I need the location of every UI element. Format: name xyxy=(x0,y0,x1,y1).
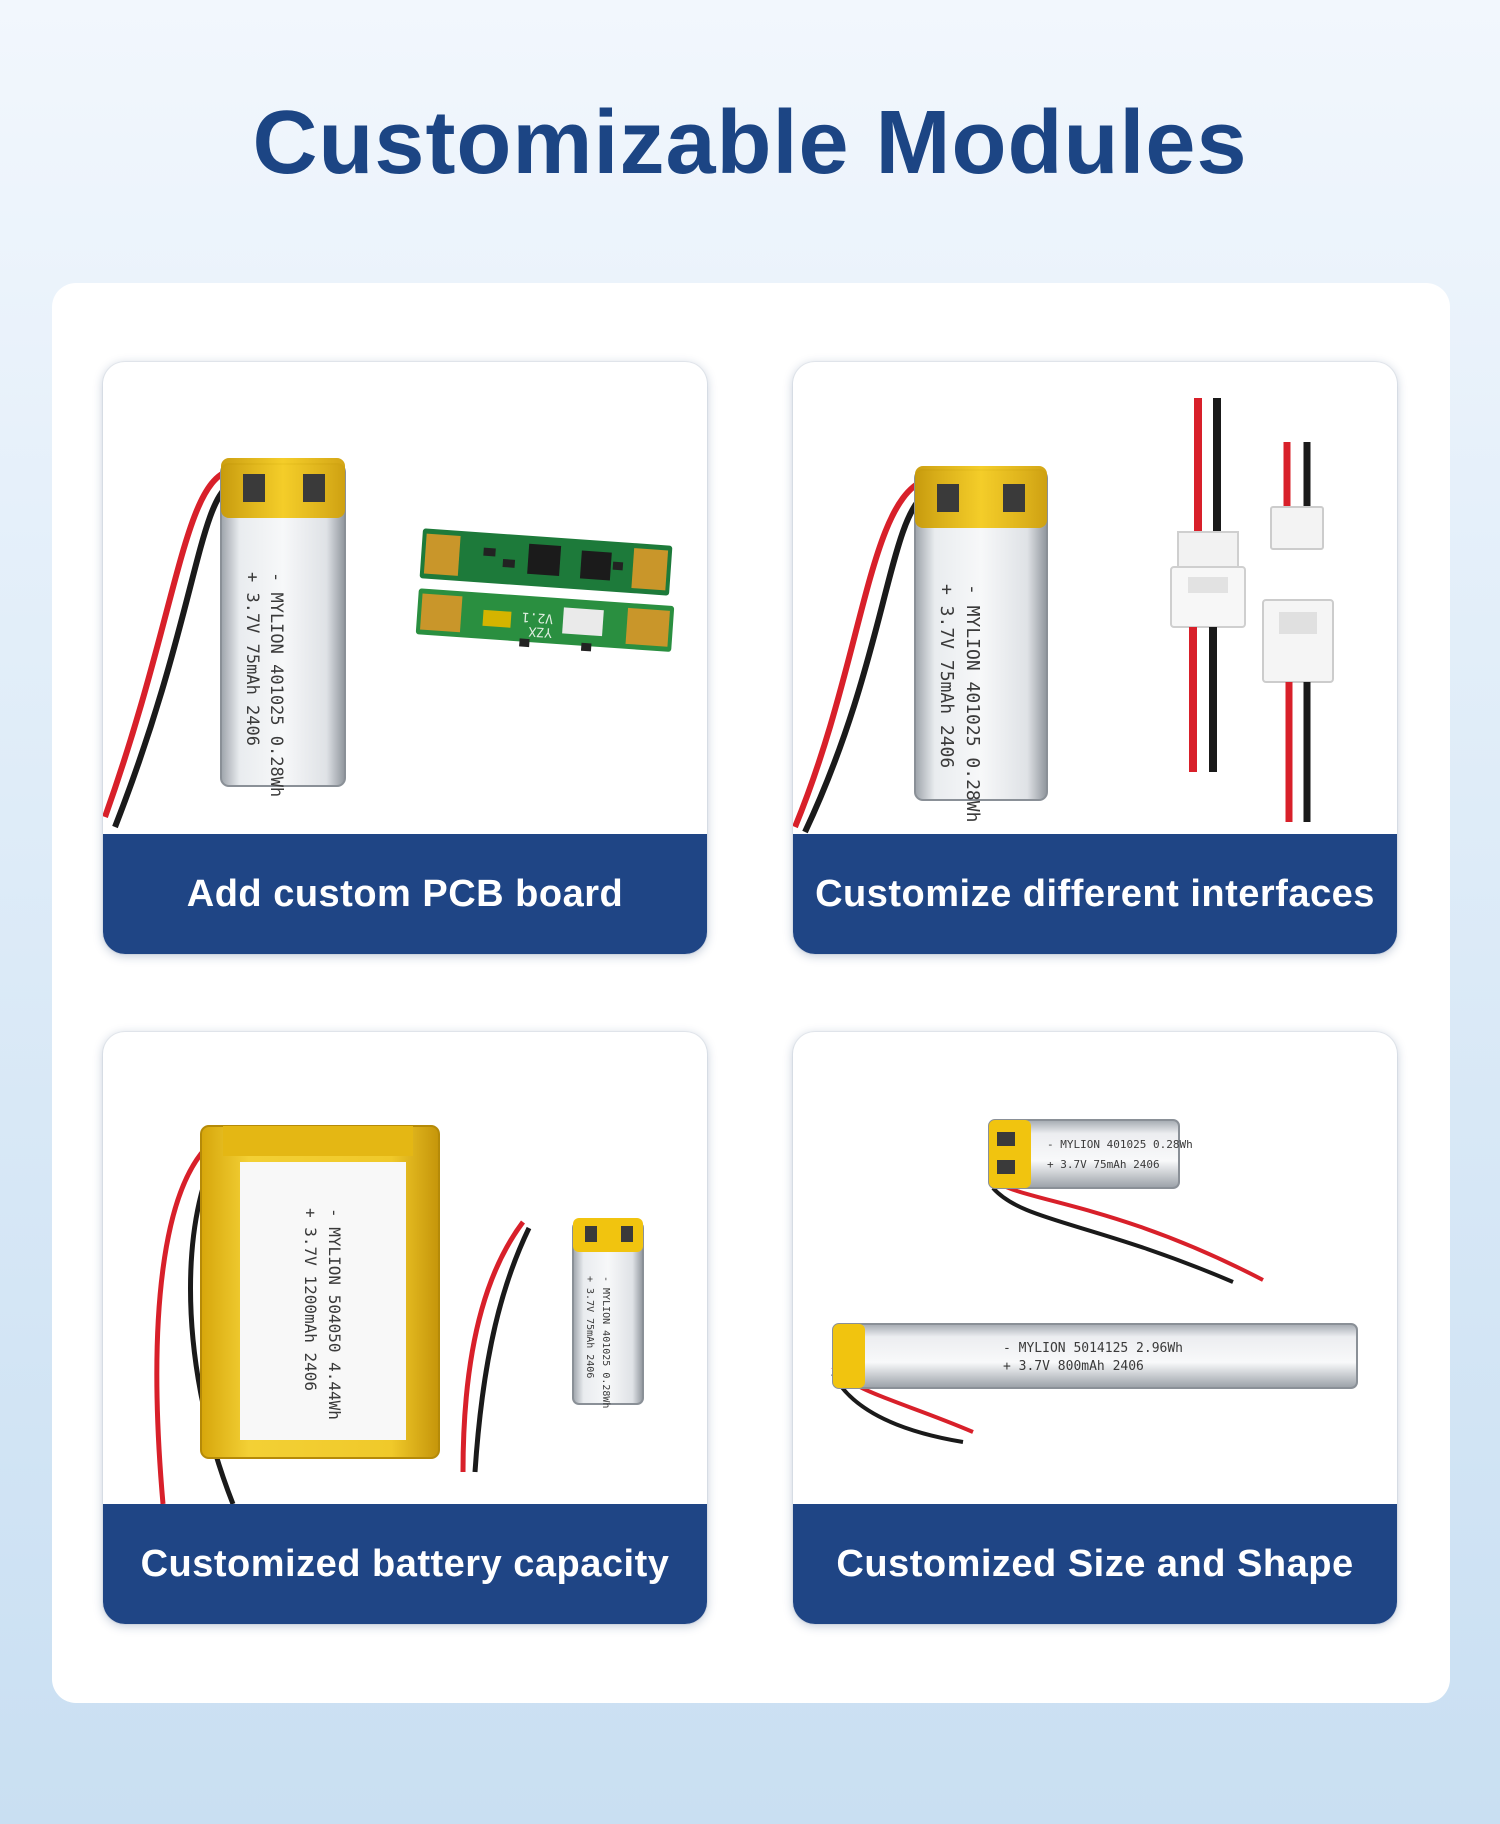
battery-label-line2: + 3.7V 75mAh 2406 xyxy=(936,584,957,768)
connector-small xyxy=(1262,442,1334,822)
caption-interfaces: Customize different interfaces xyxy=(793,834,1397,954)
pcb-battery-image: - MYLION 401025 0.28Wh + 3.7V 75mAh 2406 xyxy=(103,362,707,834)
small-battery-label-line1: - MYLION 401025 0.28Wh xyxy=(1047,1138,1193,1151)
page-title: Customizable Modules xyxy=(252,93,1248,193)
caption-size-shape: Customized Size and Shape xyxy=(793,1504,1397,1624)
small-battery-label-line2: + 3.7V 75mAh 2406 xyxy=(1047,1158,1160,1171)
card-interfaces[interactable]: - MYLION 401025 0.28Wh + 3.7V 75mAh 2406 xyxy=(793,362,1397,954)
interfaces-image: - MYLION 401025 0.28Wh + 3.7V 75mAh 2406 xyxy=(793,362,1397,834)
small-battery-label-line1: - MYLION 401025 0.28Wh xyxy=(600,1276,611,1408)
battery-label-line1: - MYLION 401025 0.28Wh xyxy=(962,584,983,822)
long-battery-label-line1: - MYLION 5014125 2.96Wh xyxy=(1003,1341,1183,1356)
long-battery-label-line2: + 3.7V 800mAh 2406 xyxy=(1003,1359,1144,1374)
card-size-shape[interactable]: - MYLION 401025 0.28Wh + 3.7V 75mAh 2406… xyxy=(793,1032,1397,1624)
card-battery-capacity[interactable]: - MYLION 504050 4.44Wh + 3.7V 1200mAh 24… xyxy=(103,1032,707,1624)
caption-pcb-board: Add custom PCB board xyxy=(103,834,707,954)
big-battery-label-line2: + 3.7V 1200mAh 2406 xyxy=(301,1208,320,1391)
card-pcb-board[interactable]: - MYLION 401025 0.28Wh + 3.7V 75mAh 2406 xyxy=(103,362,707,954)
pcb-label-text2: YZX xyxy=(528,623,553,640)
battery-capacity-image: - MYLION 504050 4.44Wh + 3.7V 1200mAh 24… xyxy=(103,1032,707,1504)
small-battery-label-line2: + 3.7V 75mAh 2406 xyxy=(584,1276,595,1378)
big-battery-label-line1: - MYLION 504050 4.44Wh xyxy=(325,1208,344,1420)
pcb-label-text1: V2.1 xyxy=(521,609,553,626)
size-shape-image: - MYLION 401025 0.28Wh + 3.7V 75mAh 2406… xyxy=(793,1032,1397,1504)
caption-battery-capacity: Customized battery capacity xyxy=(103,1504,707,1624)
battery-label-line1: - MYLION 401025 0.28Wh xyxy=(266,572,286,797)
pcb-board-bottom: V2.1 YZX xyxy=(415,588,675,652)
connector-large xyxy=(1170,398,1246,772)
pcb-board-top xyxy=(419,528,673,596)
battery-label-line2: + 3.7V 75mAh 2406 xyxy=(242,572,262,746)
